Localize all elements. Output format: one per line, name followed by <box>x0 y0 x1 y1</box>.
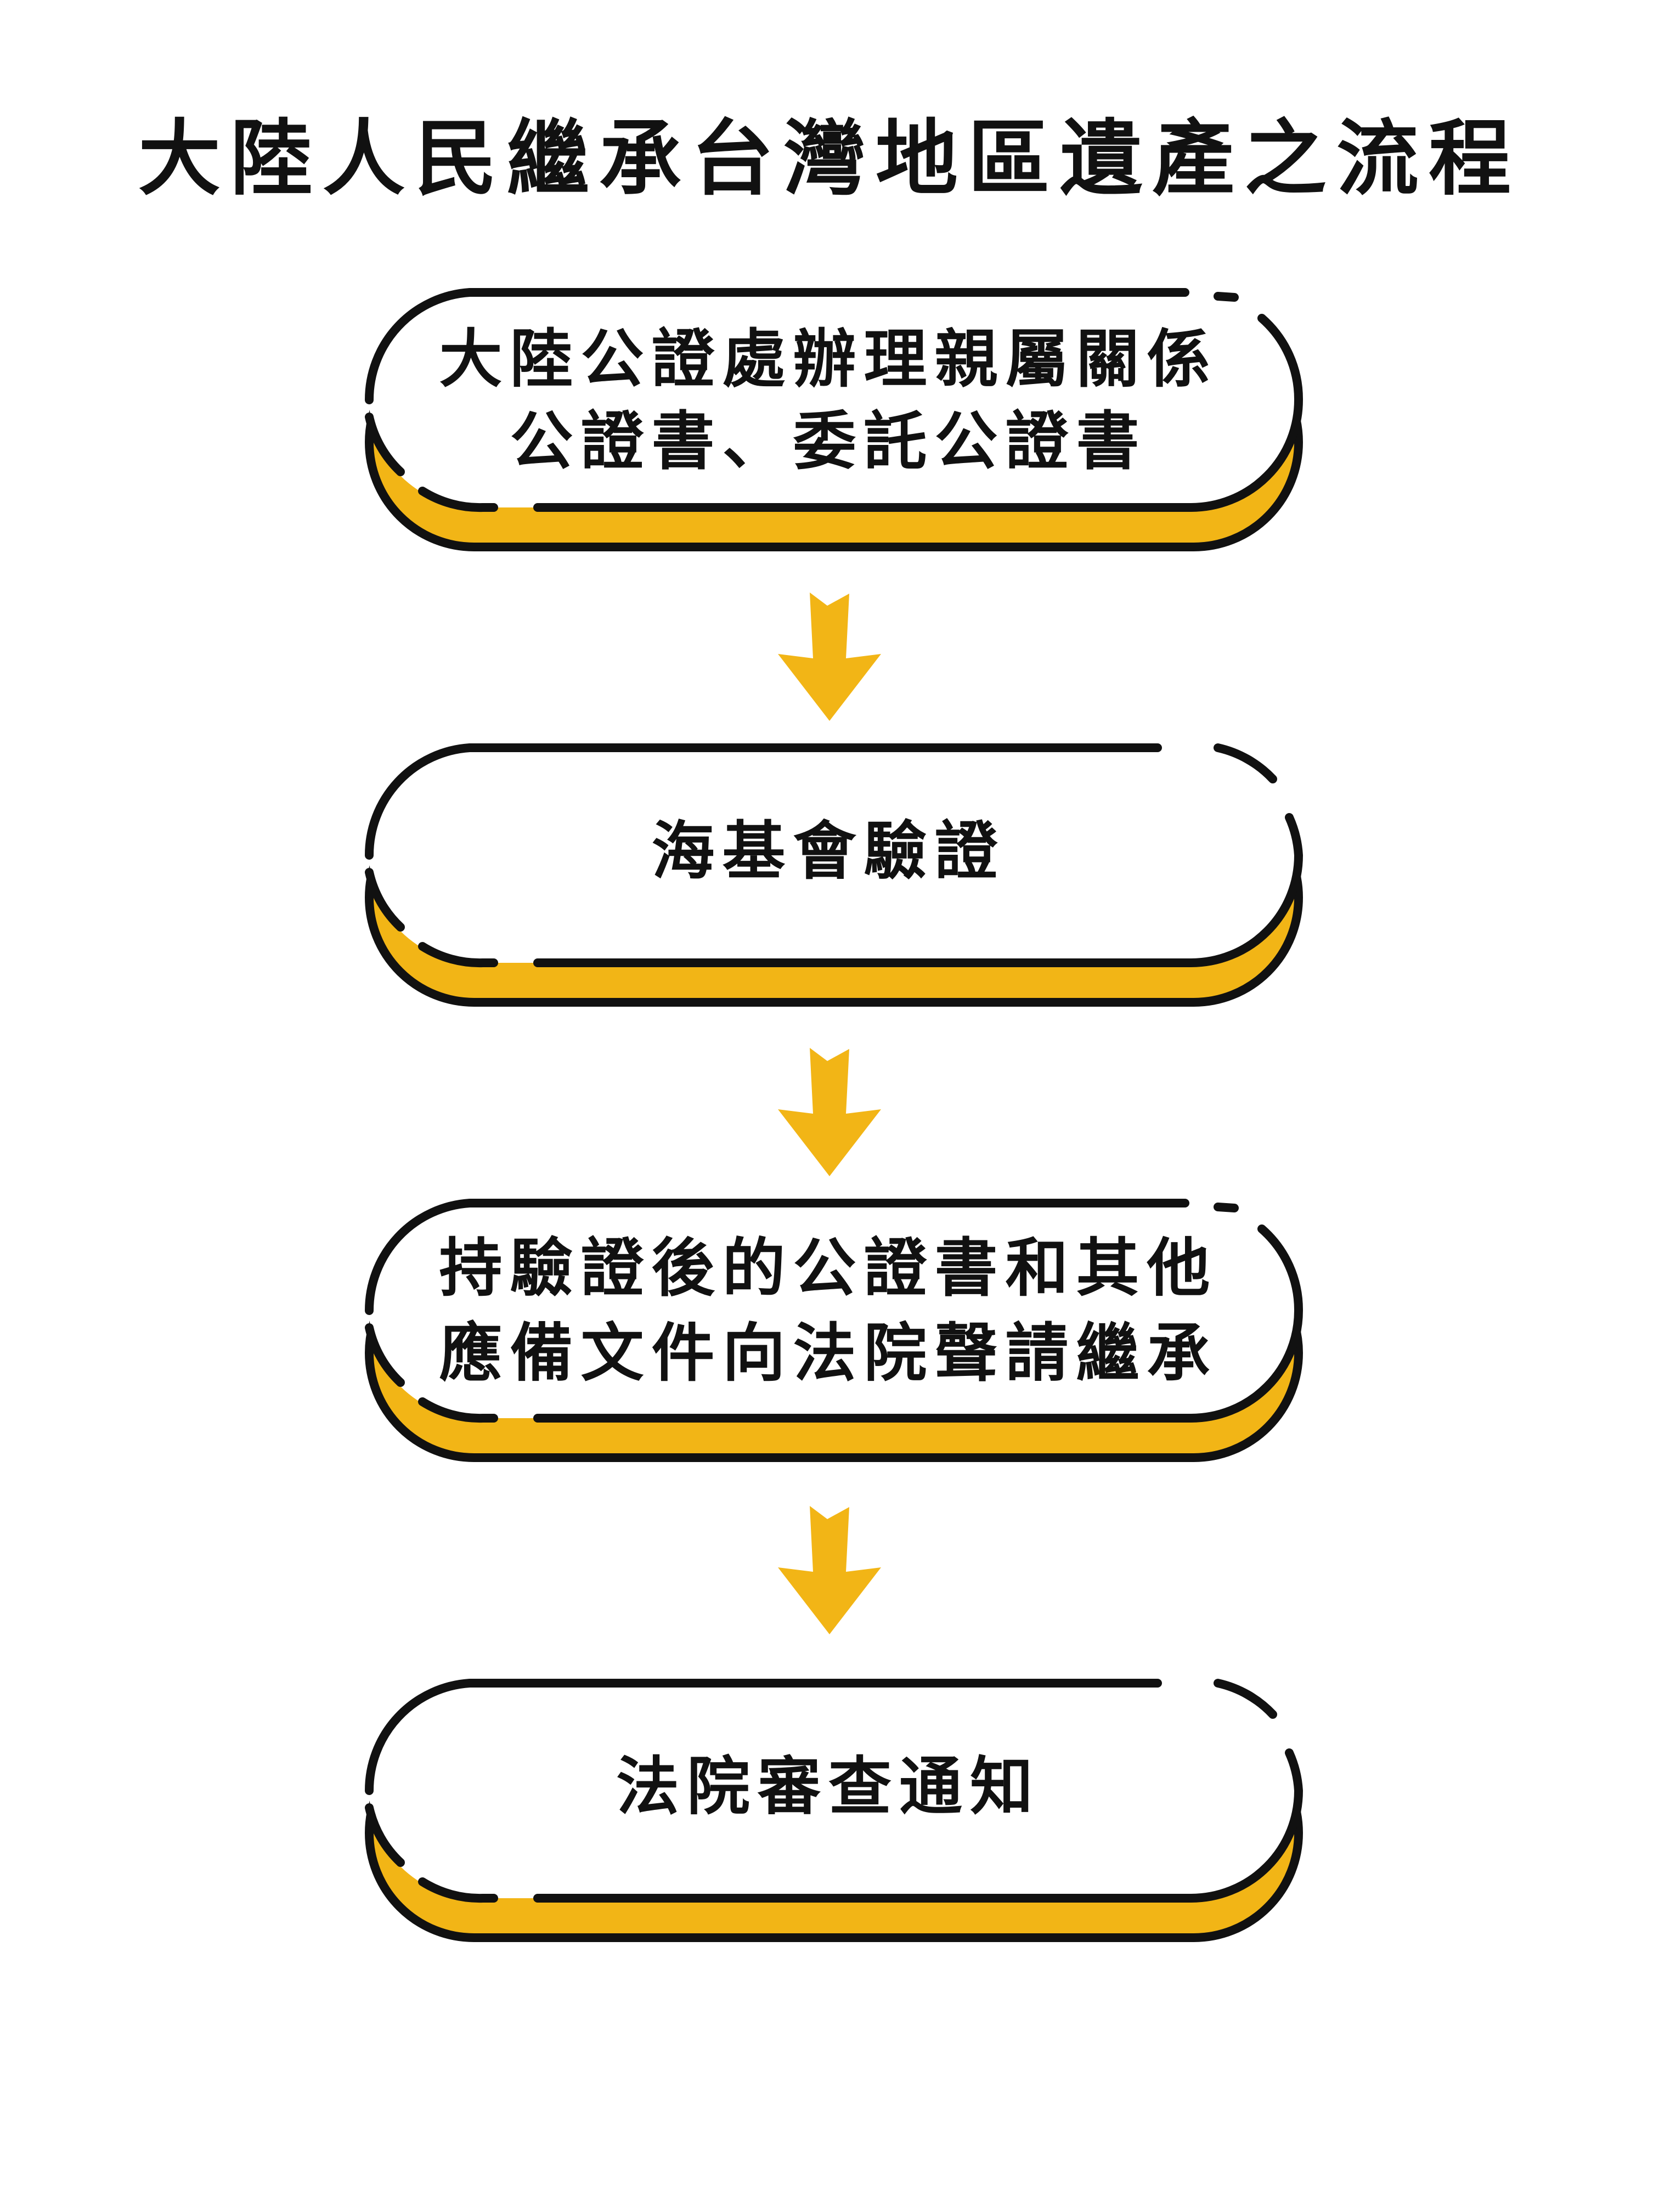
arrow-down-icon <box>778 1048 881 1176</box>
step-box-2: 海基會驗證 <box>362 741 1306 1009</box>
diagram-title: 大陸人民繼承台灣地區遺產之流程 <box>138 111 1521 207</box>
pill-shape <box>364 743 1304 1007</box>
step-box-1: 大陸公證處辦理親屬關係 公證書、委託公證書 <box>362 285 1306 554</box>
step-text-line: 法院審查通知 <box>616 1750 1041 1824</box>
arrow-down-icon <box>778 592 881 721</box>
step-text-line: 海基會驗證 <box>651 815 1006 888</box>
pill-shape <box>364 288 1304 551</box>
step-label-2: 海基會驗證 <box>395 808 1262 895</box>
step-box-4: 法院審查通知 <box>362 1676 1306 1945</box>
pill-shape <box>364 1199 1304 1462</box>
pill-shape <box>364 1679 1304 1942</box>
step-text-line: 大陸公證處辦理親屬關係 <box>439 323 1218 396</box>
step-text-line: 持驗證後的公證書和其他 <box>439 1232 1218 1305</box>
step-text-line: 應備文件向法院聲請繼承 <box>439 1317 1218 1390</box>
step-text-line: 公證書、委託公證書 <box>510 405 1147 478</box>
step-label-4: 法院審查通知 <box>395 1743 1262 1831</box>
step-label-1: 大陸公證處辦理親屬關係 公證書、委託公證書 <box>395 318 1262 483</box>
step-box-3: 持驗證後的公證書和其他 應備文件向法院聲請繼承 <box>362 1196 1306 1465</box>
step-label-3: 持驗證後的公證書和其他 應備文件向法院聲請繼承 <box>395 1226 1262 1396</box>
arrow-down-icon <box>778 1506 881 1634</box>
